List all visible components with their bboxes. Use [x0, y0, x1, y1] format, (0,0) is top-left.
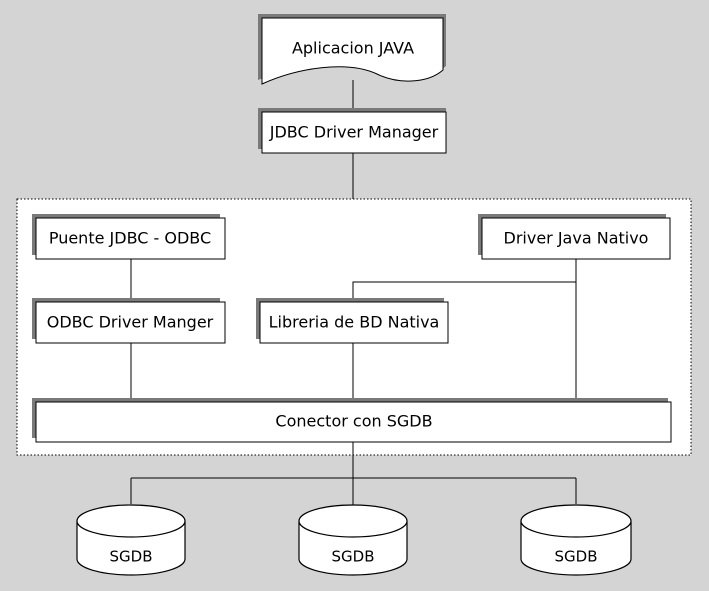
connector-label: Conector con SGDB	[275, 412, 432, 431]
native-driver-box	[481, 217, 671, 260]
database-1-top	[76, 504, 186, 538]
database-3-label: SGDB	[555, 548, 598, 566]
native-library-box	[259, 301, 449, 344]
application-node: Aplicacion JAVA	[258, 14, 446, 85]
native-library-label: Libreria de BD Nativa	[269, 313, 440, 332]
odbc-manager-node: ODBC Driver Manger	[32, 298, 226, 344]
application-shape	[261, 17, 444, 85]
bridge-node: Puente JDBC - ODBC	[32, 214, 226, 260]
database-3: SGDB	[520, 504, 632, 576]
native-driver-node: Driver Java Nativo	[478, 214, 671, 260]
connector-box	[35, 401, 672, 443]
connector-node: Conector con SGDB	[32, 398, 672, 443]
odbc-manager-label: ODBC Driver Manger	[47, 313, 214, 332]
native-library-node: Libreria de BD Nativa	[256, 298, 449, 344]
database-1: SGDB	[76, 504, 186, 576]
jdbc-driver-manager-label: JDBC Driver Manager	[269, 123, 439, 142]
jdbc-driver-manager-node: JDBC Driver Manager	[258, 108, 447, 154]
database-2-top	[298, 504, 408, 538]
database-3-top	[520, 504, 632, 538]
application-label: Aplicacion JAVA	[292, 39, 414, 58]
native-driver-label: Driver Java Nativo	[504, 229, 649, 248]
line-native-driver-to-library	[352, 259, 577, 302]
database-1-label: SGDB	[110, 548, 153, 566]
odbc-manager-box	[35, 301, 226, 344]
database-2-label: SGDB	[332, 548, 375, 566]
jdbc-driver-manager-box	[261, 111, 447, 154]
bridge-box	[35, 217, 226, 260]
bridge-label: Puente JDBC - ODBC	[49, 229, 211, 248]
database-2: SGDB	[298, 504, 408, 576]
